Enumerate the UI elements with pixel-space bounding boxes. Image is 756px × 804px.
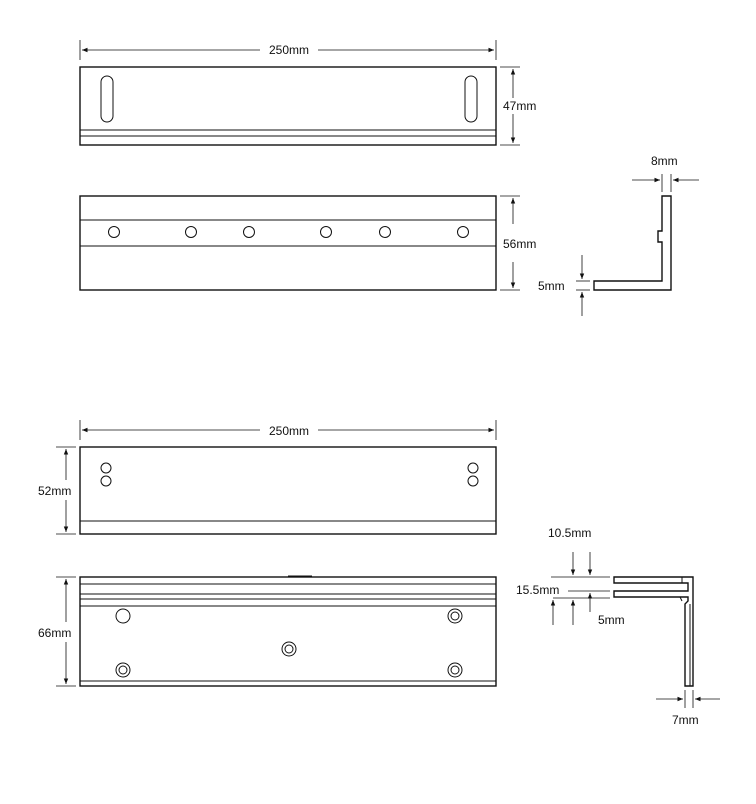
mounting-hole xyxy=(467,475,479,487)
countersunk-hole xyxy=(447,662,463,678)
bottom-plan-height-dimension: 52mm xyxy=(38,446,76,535)
bottom-plan-height-label: 52mm xyxy=(38,484,71,498)
top-width-label: 250mm xyxy=(269,43,309,57)
mounting-hole xyxy=(320,226,332,238)
top-bracket-profile xyxy=(593,195,672,291)
mounting-hole xyxy=(100,462,112,474)
bottom-bracket-front-view xyxy=(79,575,497,687)
top-plan-height-label: 47mm xyxy=(503,99,536,113)
mounting-hole xyxy=(115,608,131,624)
bottom-bracket-profile xyxy=(613,576,694,687)
bottom-front-height-dimension: 66mm xyxy=(38,576,76,687)
mounting-hole xyxy=(243,226,255,238)
top-profile-thickness-label: 5mm xyxy=(538,279,565,293)
countersunk-hole xyxy=(447,608,463,624)
bottom-profile-offset-label: 15.5mm xyxy=(516,583,559,597)
top-bracket-plan-view xyxy=(79,66,497,146)
bottom-width-label: 250mm xyxy=(269,424,309,438)
mounting-hole xyxy=(379,226,391,238)
top-width-dimension: 250mm xyxy=(79,40,497,60)
bottom-profile-thickness-dimension: 5mm xyxy=(598,613,625,627)
top-front-height-dimension: 56mm xyxy=(500,195,536,291)
mounting-hole xyxy=(100,475,112,487)
mounting-hole xyxy=(457,226,469,238)
top-profile-flange-label: 8mm xyxy=(651,154,678,168)
mounting-hole xyxy=(467,462,479,474)
bottom-profile-leg-label: 7mm xyxy=(672,713,699,727)
top-plan-height-dimension: 47mm xyxy=(500,66,536,146)
top-bracket-front-view xyxy=(79,195,497,291)
bottom-profile-gap-dimension: 10.5mm xyxy=(548,526,610,578)
mounting-slot xyxy=(464,75,478,123)
top-profile-flange-dimension: 8mm xyxy=(632,154,699,192)
countersunk-hole xyxy=(281,641,297,657)
countersunk-hole xyxy=(115,662,131,678)
bottom-front-height-label: 66mm xyxy=(38,626,71,640)
bottom-profile-leg-dimension: 7mm xyxy=(656,690,720,727)
top-front-height-label: 56mm xyxy=(503,237,536,251)
mounting-slot xyxy=(100,75,114,123)
bottom-bracket-plan-view xyxy=(79,446,497,535)
bottom-profile-thickness-label: 5mm xyxy=(598,613,625,627)
mounting-hole xyxy=(108,226,120,238)
top-profile-thickness-dimension: 5mm xyxy=(538,255,590,316)
bottom-width-dimension: 250mm xyxy=(79,420,497,440)
bottom-profile-offset-dimension: 15.5mm xyxy=(516,583,610,625)
bottom-profile-gap-label: 10.5mm xyxy=(548,526,591,540)
mounting-hole xyxy=(185,226,197,238)
